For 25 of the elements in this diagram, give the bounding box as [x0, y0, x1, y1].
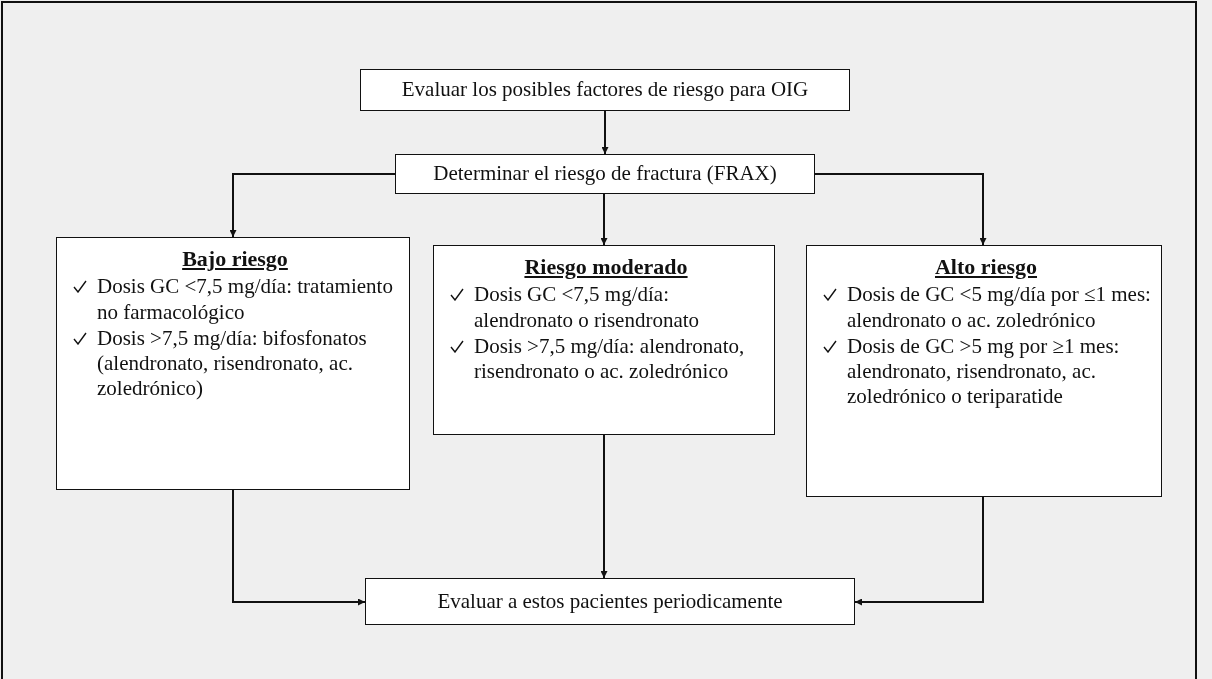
- arrow: [229, 173, 396, 238]
- process-box: [360, 69, 850, 111]
- risk-box: [806, 245, 1162, 497]
- bullet-text: Dosis >7,5 mg/día: alendronato, risendronato o ac. zoledrónico: [474, 333, 746, 385]
- arrow: [854, 496, 984, 606]
- box-heading: Riesgo moderado: [523, 254, 689, 281]
- risk-box: [433, 245, 775, 435]
- process-box: [395, 154, 815, 194]
- arrow: [232, 489, 366, 606]
- bullet-text: Dosis GC <7,5 mg/día: tratamiento no farmacológico: [97, 274, 394, 325]
- box-heading: Alto riesgo: [934, 254, 1038, 281]
- process-box: [365, 578, 855, 625]
- box-heading: Bajo riesgo: [181, 246, 289, 273]
- bullet-text: Dosis de GC >5 mg por ≥1 mes: alendronato, risendronato, ac. zoledrónico o teriparatide: [847, 333, 1121, 410]
- arrow: [600, 193, 608, 246]
- step-text: Determinar el riesgo de fractura (FRAX): [433, 161, 777, 187]
- step-text: Evaluar los posibles factores de riesgo para OIG: [401, 77, 809, 103]
- arrow: [814, 173, 987, 246]
- risk-box: [56, 237, 410, 490]
- bullet-text: Dosis >7,5 mg/día: bifosfonatos (alendronato, risendronato, ac. zoledrónico): [97, 325, 368, 402]
- step-text: Evaluar a estos pacientes periodicamente: [437, 588, 783, 615]
- arrow: [601, 110, 609, 155]
- arrow: [600, 434, 608, 579]
- bullet-text: Dosis de GC <5 mg/día por ≤1 mes: alendronato o ac. zoledrónico: [847, 282, 1151, 333]
- bullet-text: Dosis GC <7,5 mg/día: alendronato o risendronato: [474, 282, 701, 333]
